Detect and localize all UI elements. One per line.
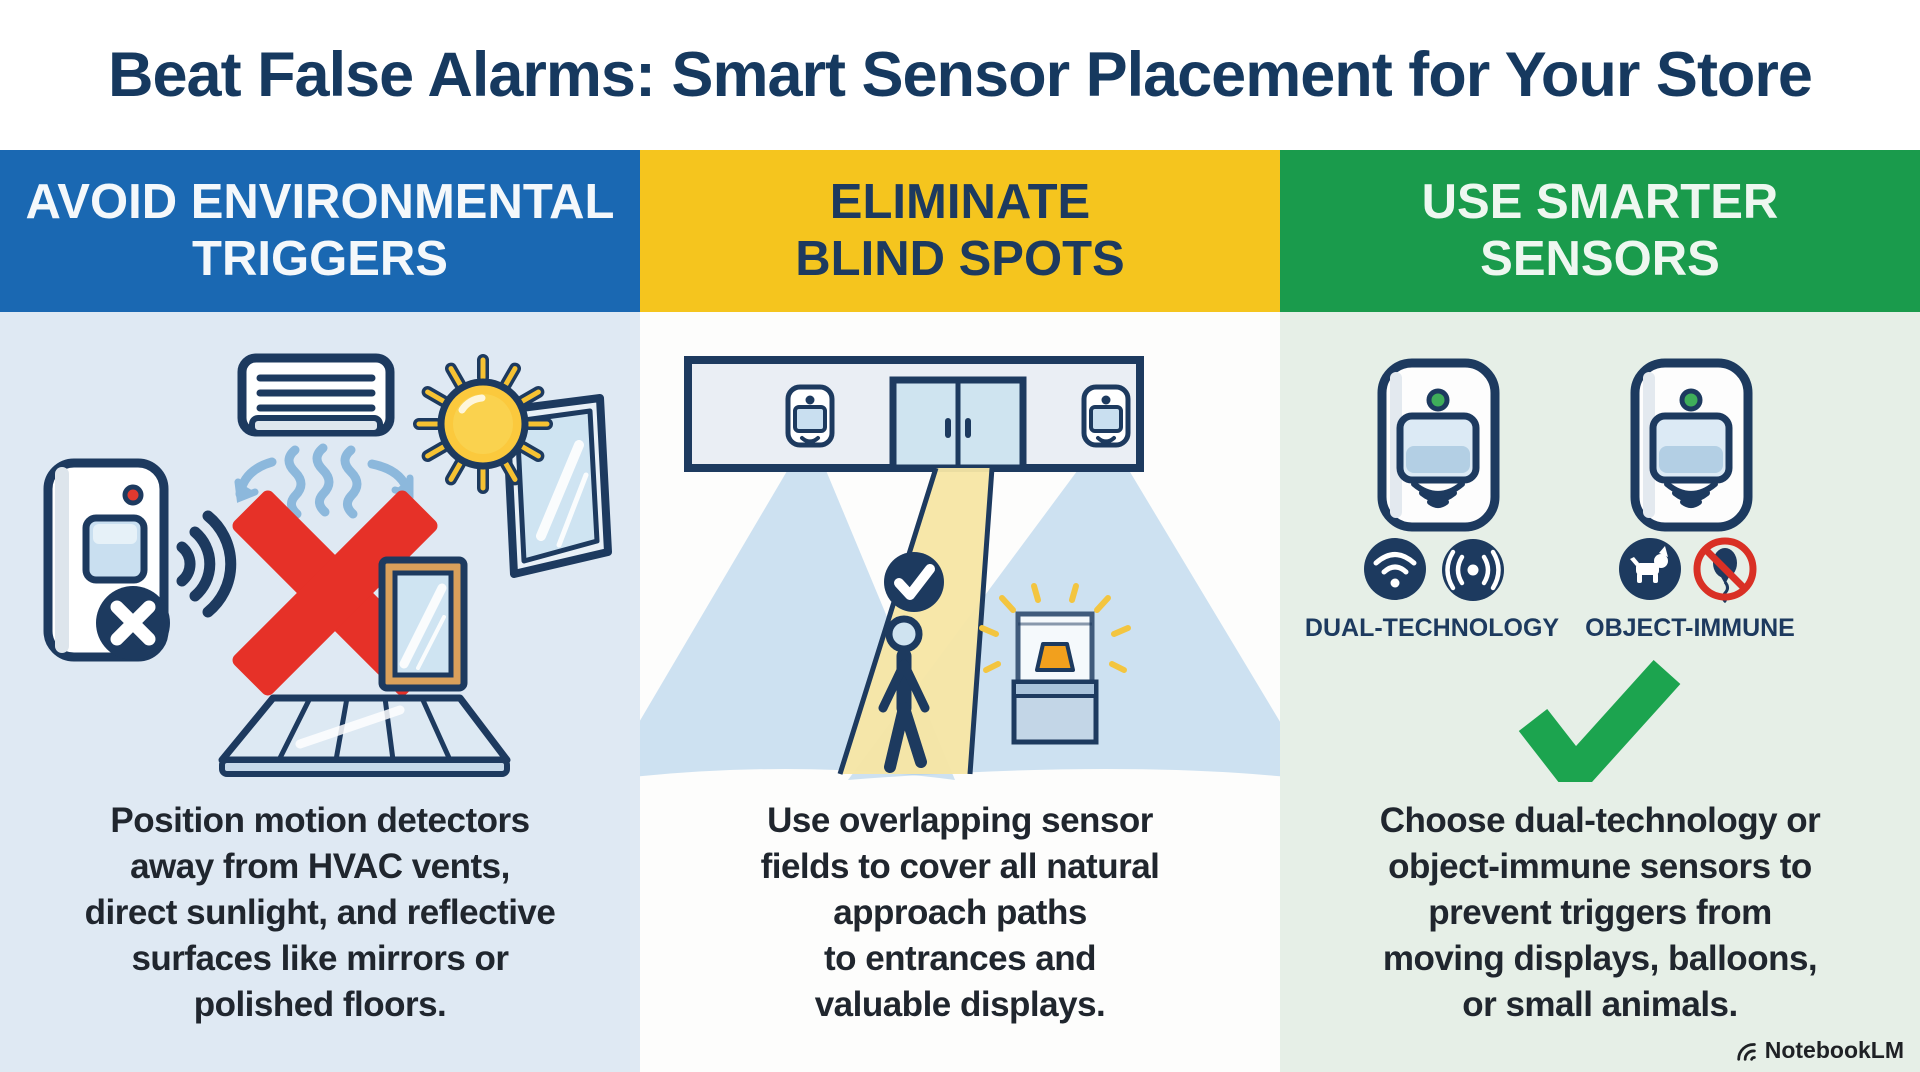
microwave-badge-icon [1442,539,1504,601]
signal-waves-icon [176,510,237,618]
notebooklm-logo-icon [1737,1042,1756,1061]
walking-person-icon [878,615,930,773]
object-immune-label: OBJECT-IMMUNE [1585,614,1795,642]
page-title: Beat False Alarms: Smart Sensor Placemen… [108,40,1813,110]
mirror-icon [378,556,468,692]
no-balloon-badge-icon [1693,537,1757,604]
pir-sensor-icon [1377,358,1500,532]
wifi-badge-icon [1364,538,1426,600]
smarter-sensors-illustration [1364,358,1757,782]
dog-badge-icon [1619,538,1681,600]
pir-sensor-icon [785,384,835,448]
watermark: NotebookLM [1735,1037,1904,1064]
display-case-icon [979,583,1131,745]
hvac-vent-icon [237,353,395,437]
green-check-icon [1518,659,1681,782]
pir-sensor-icon [1081,384,1131,448]
title-band: Beat False Alarms: Smart Sensor Placemen… [0,0,1920,150]
blind-spots-illustration [640,356,1280,780]
environmental-triggers-illustration [43,353,612,777]
polished-floor-icon [218,694,511,777]
double-door-icon [889,376,1027,472]
column-body: DUAL-TECHNOLOGY OBJECT-IMMUNE Choose dua… [1280,312,1920,1072]
sun-icon [413,354,553,494]
airflow-arrows-icon [234,443,414,519]
pir-sensor-icon [1630,358,1753,532]
check-circle-icon [884,552,944,612]
motion-sensor-x-icon [43,458,170,662]
watermark-label: NotebookLM [1764,1037,1904,1063]
dual-technology-label: DUAL-TECHNOLOGY [1304,614,1560,642]
